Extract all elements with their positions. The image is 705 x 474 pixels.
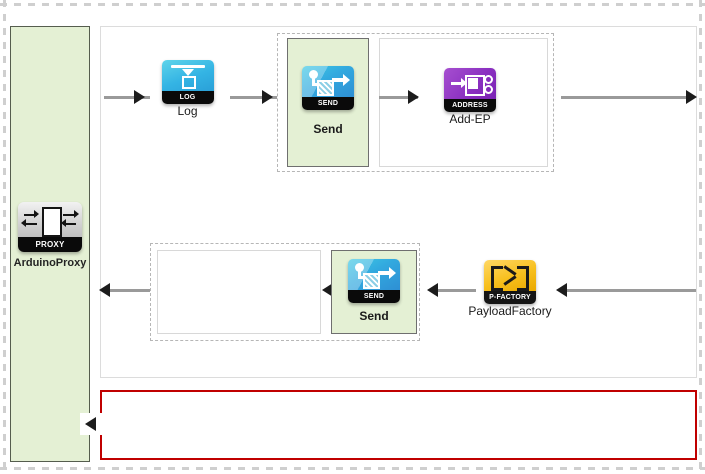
node-add-ep-label: Add-EP <box>449 112 491 126</box>
arrowhead-entry-to-payloadfactory <box>556 283 567 297</box>
proxy-node[interactable]: PROXY ArduinoProxy <box>10 202 90 271</box>
node-add-ep[interactable]: ADDRESS Add-EP <box>435 68 505 127</box>
proxy-node-label: ArduinoProxy <box>13 257 87 269</box>
connector-payloadfactory-to-send <box>434 289 476 292</box>
arrowhead-fault-to-proxy <box>85 417 96 431</box>
address-icon: ADDRESS <box>444 68 496 112</box>
canvas-edge-top <box>0 3 705 6</box>
canvas-edge-bottom <box>0 467 705 470</box>
pfactory-icon-strip-label: P-FACTORY <box>484 291 536 304</box>
arrowhead-sequence-exit <box>686 90 697 104</box>
send-icon-strip-label: SEND <box>348 290 400 303</box>
pfactory-icon: P-FACTORY <box>484 260 536 304</box>
arrowhead-sendin-to-container <box>322 283 333 297</box>
proxy-icon: PROXY <box>18 202 82 252</box>
proxy-icon-strip-label: PROXY <box>18 237 82 252</box>
connector-addep-to-exit <box>561 96 687 99</box>
proxy-service-column[interactable]: PROXY ArduinoProxy <box>10 26 90 462</box>
arrowhead-send-to-addep <box>408 90 419 104</box>
send-icon-strip-label: SEND <box>302 97 354 110</box>
fault-sequence-box[interactable] <box>100 390 697 460</box>
log-icon-strip-label: LOG <box>161 91 214 104</box>
address-icon-strip-label: ADDRESS <box>444 99 496 112</box>
node-send-in-label: Send <box>359 309 389 323</box>
node-payload-factory[interactable]: P-FACTORY PayloadFactory <box>466 260 554 319</box>
connector-entry-to-payloadfactory <box>563 289 696 292</box>
arrowhead-payloadfactory-to-send <box>427 283 438 297</box>
arrowhead-proxy-to-log <box>134 90 145 104</box>
arrowhead-out-to-proxy <box>99 283 110 297</box>
node-send-out[interactable]: SEND Send <box>287 38 369 167</box>
out-endpoint-container[interactable] <box>157 250 321 334</box>
arrowhead-log-to-send <box>262 90 273 104</box>
connector-log-to-send <box>230 96 278 99</box>
send-icon: SEND <box>302 66 354 110</box>
node-log[interactable]: LOG Log <box>155 60 220 119</box>
node-send-out-label: Send <box>313 122 343 136</box>
node-payload-factory-label: PayloadFactory <box>468 304 552 318</box>
connector-out-to-proxy <box>106 289 150 292</box>
connector-send-to-addep <box>379 96 418 99</box>
log-icon: LOG <box>161 60 214 104</box>
connector-proxy-to-log <box>104 96 150 99</box>
canvas-edge-right <box>699 0 702 474</box>
send-icon: SEND <box>348 259 400 303</box>
canvas-edge-left <box>3 0 6 474</box>
node-send-in[interactable]: SEND Send <box>331 250 417 334</box>
node-log-label: Log <box>177 104 198 118</box>
